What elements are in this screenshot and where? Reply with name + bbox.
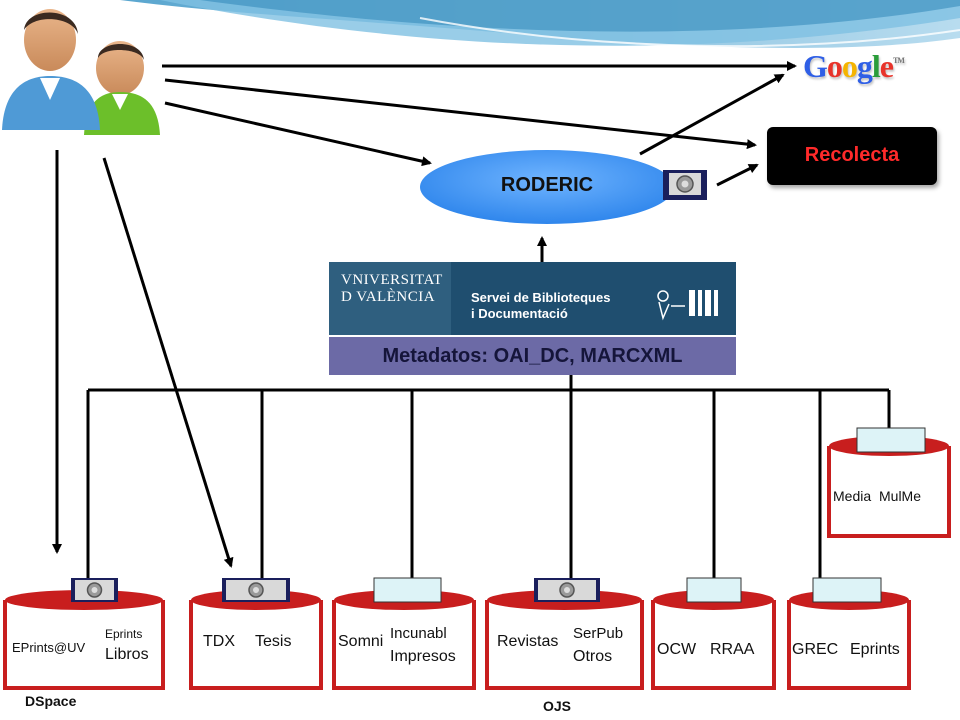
- recolecta-box: Recolecta: [767, 127, 937, 185]
- users-icon: [2, 9, 160, 135]
- uv-banner: VNIVERSITAT D VALÈNCIA Servei de Bibliot…: [329, 262, 736, 335]
- roderic-node: [420, 150, 674, 224]
- label-rraa: RRAA: [710, 641, 755, 658]
- label-grec: GREC: [792, 641, 839, 658]
- google-letter: G: [803, 48, 828, 84]
- label-eprints-uv: EPrints@UV: [12, 640, 86, 655]
- label-eprints-small: Eprints: [105, 627, 143, 641]
- label-media: Media: [833, 488, 872, 504]
- repository-databases: [3, 427, 951, 690]
- arrows: [52, 61, 797, 568]
- db-ojs: [485, 578, 644, 690]
- uv-name-line2: D VALÈNCIA: [341, 289, 436, 305]
- label-libros: Libros: [105, 646, 149, 663]
- db-grec: [787, 577, 911, 690]
- label-ojs: OJS: [543, 698, 572, 714]
- label-otros: Otros: [573, 648, 613, 665]
- google-letter: l: [871, 48, 881, 84]
- service-line2: i Documentació: [471, 306, 568, 321]
- google-letter: o: [826, 48, 843, 84]
- recolecta-label: Recolecta: [804, 144, 900, 166]
- header-swoosh: [120, 0, 960, 48]
- google-letter: e: [879, 48, 894, 84]
- metadata-bar: Metadatos: OAI_DC, MARCXML: [329, 337, 736, 375]
- google-letter: o: [841, 48, 858, 84]
- google-logo: GoogleTM: [803, 48, 905, 84]
- library-service-logo: Servei de Biblioteques i Documentació: [451, 262, 736, 335]
- label-dspace: DSpace: [25, 693, 77, 709]
- distribution-bus: [86, 375, 891, 590]
- library-icon: [657, 290, 718, 321]
- label-tesis: Tesis: [255, 633, 292, 650]
- label-serpub: SerPub: [573, 625, 624, 642]
- label-eprints: Eprints: [850, 641, 900, 658]
- uv-name-line1: VNIVERSITAT: [341, 272, 443, 288]
- db-dspace: [3, 578, 165, 690]
- label-incunabl: Incunabl: [390, 625, 447, 642]
- oai-icon: [663, 170, 707, 200]
- label-revistas: Revistas: [497, 633, 559, 650]
- db-media: [827, 427, 951, 538]
- roderic-label: RODERIC: [500, 174, 594, 196]
- db-somni: [332, 577, 476, 690]
- google-letter: g: [856, 48, 873, 84]
- label-ocw: OCW: [657, 641, 697, 658]
- label-impresos: Impresos: [390, 648, 456, 665]
- db-tdx: [189, 578, 323, 690]
- db-ocw: [651, 577, 776, 690]
- service-line1: Servei de Biblioteques: [471, 290, 611, 305]
- uv-logo: VNIVERSITAT D VALÈNCIA: [329, 262, 451, 335]
- label-tdx: TDX: [203, 633, 235, 650]
- label-mulme: MulMe: [879, 488, 922, 504]
- label-somni: Somni: [338, 633, 384, 650]
